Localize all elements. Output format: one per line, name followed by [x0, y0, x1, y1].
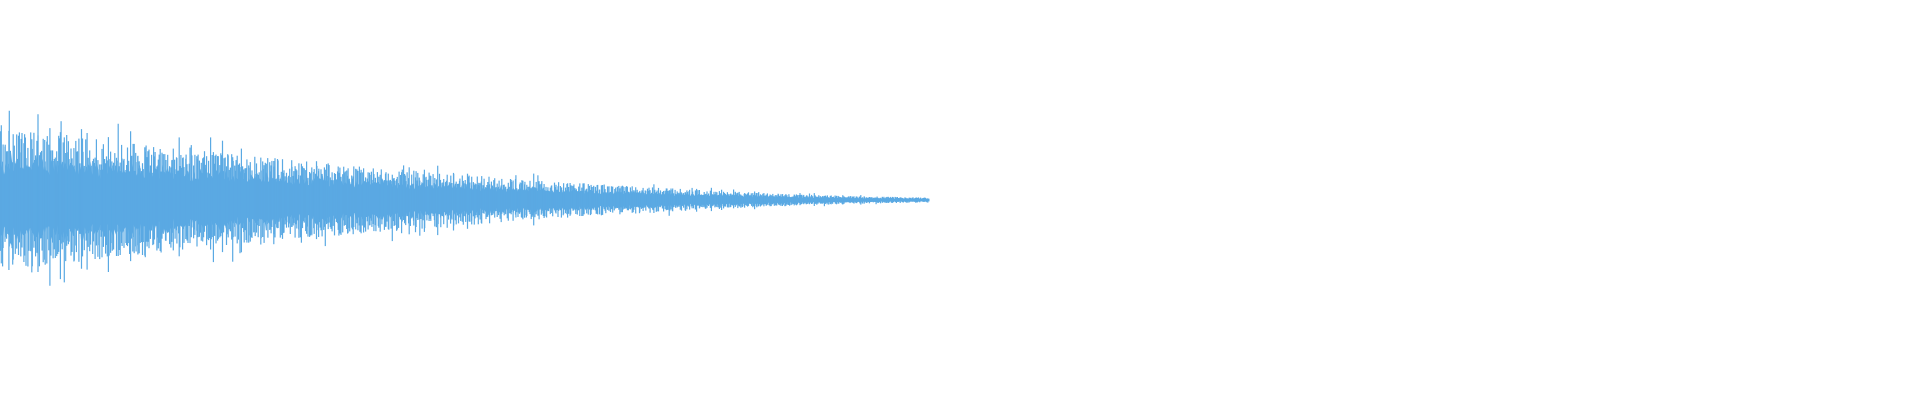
waveform-bars [0, 110, 930, 286]
